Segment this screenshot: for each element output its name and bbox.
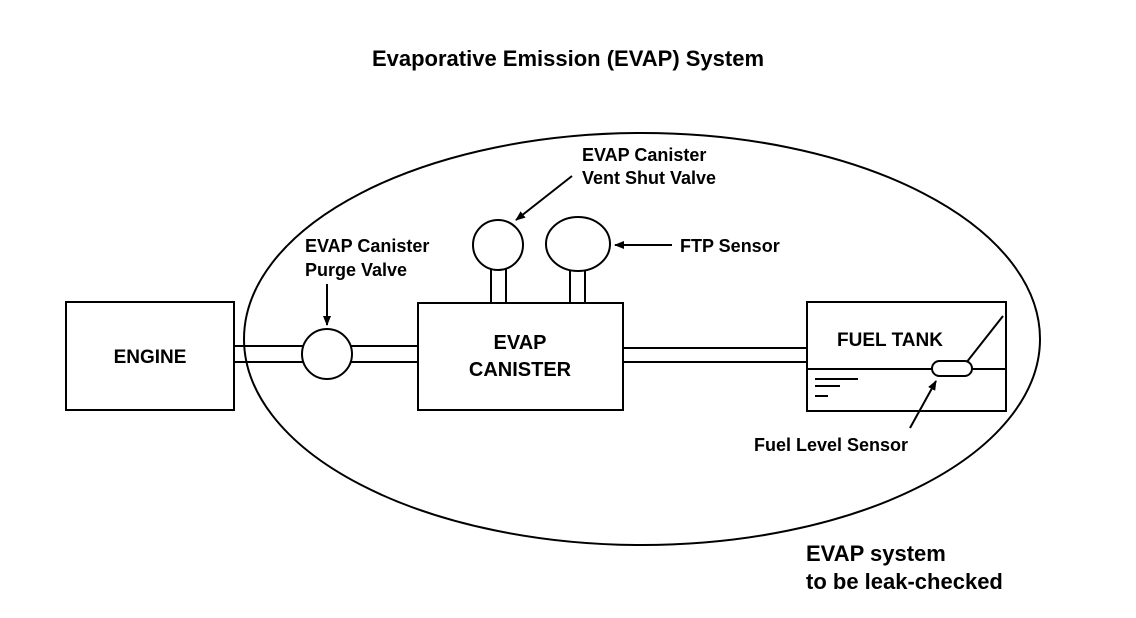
purge-valve xyxy=(301,328,353,380)
ftp-sensor-label: FTP Sensor xyxy=(680,236,780,256)
engine-box xyxy=(65,301,235,411)
canister-label-line2: CANISTER xyxy=(469,359,572,381)
fuel-level-sensor-float xyxy=(931,360,973,377)
canister-label-line1: EVAP xyxy=(494,332,547,354)
purge-valve-label-line2: Purge Valve xyxy=(305,260,407,280)
purge-valve-label-line1: EVAP Canister xyxy=(305,236,429,256)
fuel-level-sensor-arm xyxy=(965,315,1004,364)
vent-shut-valve xyxy=(472,219,524,271)
boundary-note-line1: EVAP system xyxy=(806,541,946,566)
canister-box xyxy=(417,302,624,411)
fuel-tank-label: FUEL TANK xyxy=(837,330,943,351)
leak-check-boundary xyxy=(243,132,1041,546)
diagram-title: Evaporative Emission (EVAP) System xyxy=(372,46,764,71)
vent-valve-label-line1: EVAP Canister xyxy=(582,145,706,165)
fuel-level-sensor-label: Fuel Level Sensor xyxy=(754,435,908,455)
ftp-sensor xyxy=(545,216,611,272)
boundary-note-line2: to be leak-checked xyxy=(806,569,1003,594)
engine-label: ENGINE xyxy=(114,347,187,368)
fuel-level-sensor-leader-arrow xyxy=(909,380,937,429)
vent-valve-leader-arrow xyxy=(515,175,573,221)
vent-valve-label-line2: Vent Shut Valve xyxy=(582,168,716,188)
fuel-tank-box xyxy=(806,301,1007,412)
